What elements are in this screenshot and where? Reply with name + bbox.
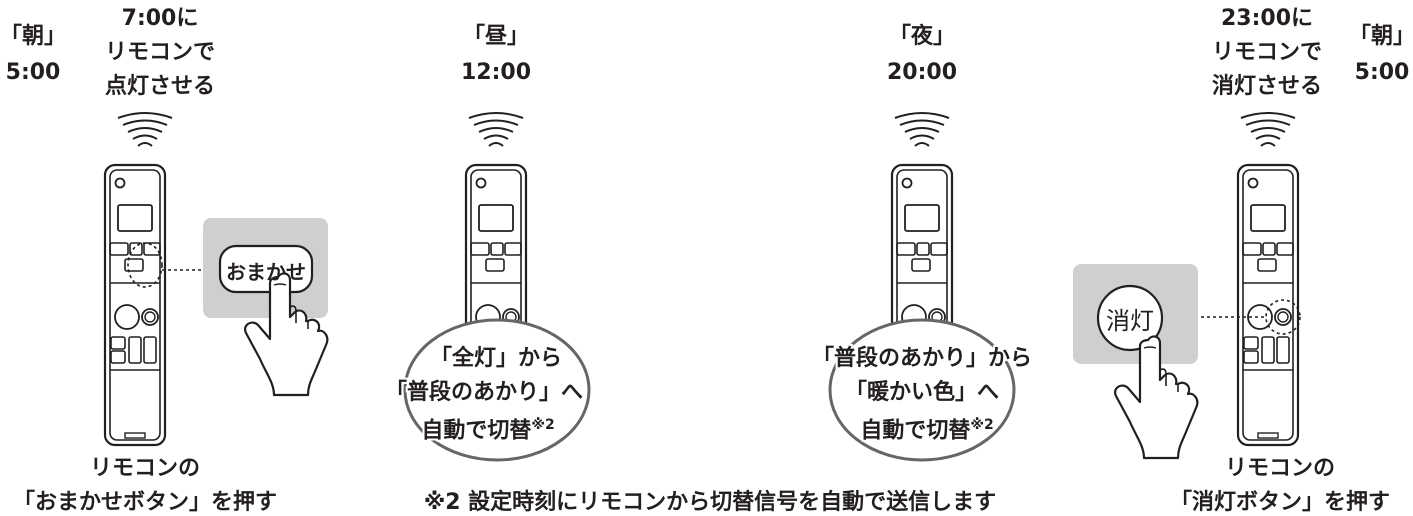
action-line-2-late: リモコンで bbox=[1211, 40, 1323, 65]
bubble-line-2-noon: 「普段のあかり」へ bbox=[384, 380, 584, 405]
bubble-line-1-night: 「普段のあかり」から bbox=[811, 346, 1033, 371]
period-label-night: 「夜」 bbox=[888, 24, 956, 49]
speech-bubble bbox=[828, 318, 1016, 462]
action-line-3-morning: 点灯させる bbox=[104, 74, 216, 99]
period-label-next-morning: 「朝」 bbox=[1348, 24, 1413, 49]
instruction-line-2-late: 「消灯ボタン」を押す bbox=[1169, 490, 1391, 515]
speech-bubble bbox=[403, 318, 591, 462]
signal-waves-icon bbox=[1240, 112, 1296, 147]
signal-waves-icon bbox=[894, 112, 950, 147]
period-time-morning: 5:00 bbox=[5, 60, 61, 85]
action-line-1-late: 23:00に bbox=[1220, 6, 1314, 31]
button-highlight-circle bbox=[1265, 299, 1301, 335]
action-line-2-morning: リモコンで bbox=[104, 40, 216, 65]
action-line-1-morning: 7:00に bbox=[121, 6, 199, 31]
instruction-line-2-morning: 「おまかせボタン」を押す bbox=[12, 490, 278, 515]
remote-control-icon bbox=[103, 163, 167, 447]
signal-waves-icon bbox=[117, 112, 173, 147]
period-label-noon: 「昼」 bbox=[462, 24, 530, 49]
bubble-note-night: ※2 bbox=[970, 417, 994, 433]
period-time-noon: 12:00 bbox=[460, 60, 532, 85]
omakase-button-label: おまかせ bbox=[226, 260, 306, 284]
light-off-button bbox=[1096, 284, 1164, 352]
light-off-button-label: 消灯 bbox=[1106, 307, 1154, 335]
bubble-line-3-noon: 自動で切替※2 bbox=[421, 417, 555, 444]
remote-control-icon bbox=[1236, 163, 1300, 447]
period-label-morning: 「朝」 bbox=[0, 24, 67, 49]
action-line-3-late: 消灯させる bbox=[1211, 74, 1323, 99]
bubble-line-3-night: 自動で切替※2 bbox=[860, 417, 994, 444]
footnote: ※2 設定時刻にリモコンから切替信号を自動で送信します bbox=[423, 490, 997, 515]
period-time-night: 20:00 bbox=[886, 60, 958, 85]
instruction-line-1-late: リモコンの bbox=[1224, 456, 1336, 481]
bubble-note-noon: ※2 bbox=[531, 417, 555, 433]
bubble-line-1-noon: 「全灯」から bbox=[429, 346, 563, 371]
period-time-next-morning: 5:00 bbox=[1354, 60, 1410, 85]
signal-waves-icon bbox=[468, 112, 524, 147]
bubble-line-2-night: 「暖かい色」へ bbox=[844, 380, 1000, 405]
button-highlight-circle bbox=[127, 242, 163, 288]
instruction-line-1-morning: リモコンの bbox=[89, 456, 201, 481]
